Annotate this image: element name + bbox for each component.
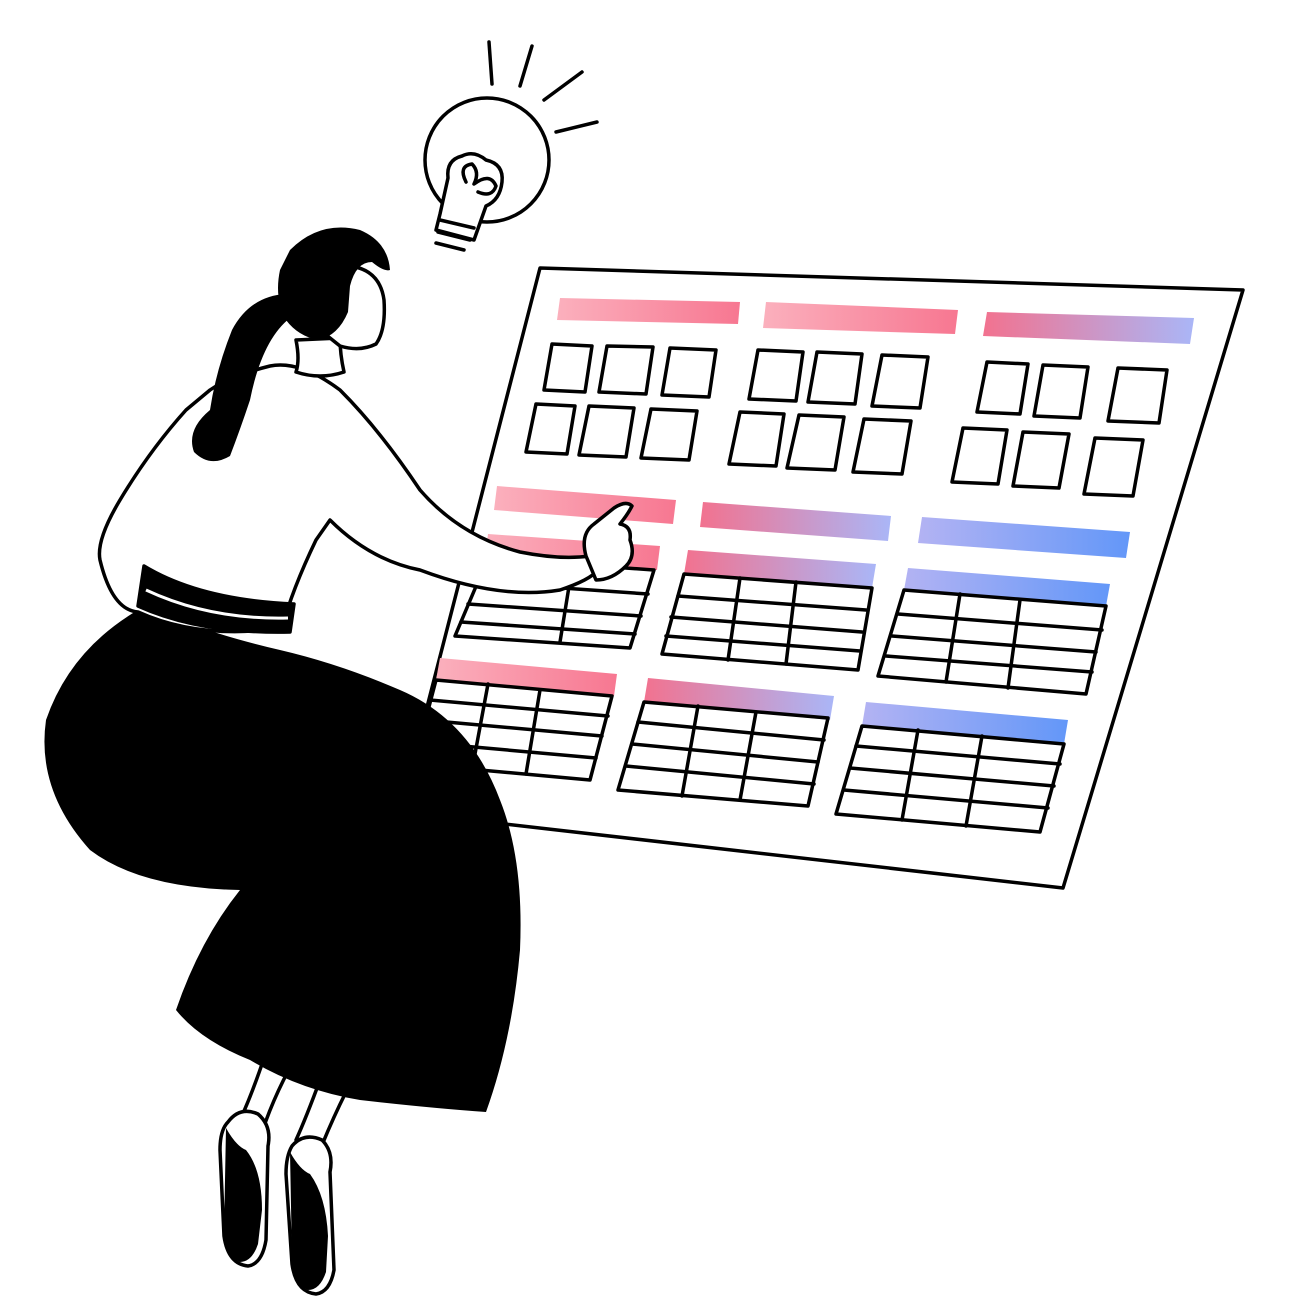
pointing-hand: [582, 501, 634, 582]
light-ray: [487, 40, 494, 86]
belt-stripe: [145, 588, 289, 620]
table: [616, 678, 834, 808]
header-bar: [918, 517, 1130, 558]
bulb-base-line: [436, 230, 472, 242]
hair: [278, 227, 390, 340]
ponytail: [192, 294, 290, 462]
neck: [294, 336, 346, 378]
header-bar: [494, 486, 676, 524]
header-bar: [700, 502, 891, 541]
belt: [136, 564, 296, 634]
light-ray: [554, 120, 599, 134]
light-ray: [542, 70, 584, 102]
bulb-inner: [434, 152, 504, 242]
card-grid: [524, 342, 1169, 498]
table: [834, 702, 1068, 834]
bulb-base-line: [434, 241, 466, 252]
light-ray: [518, 44, 534, 88]
shoe-sole: [290, 1152, 328, 1290]
skirt: [44, 610, 521, 1112]
shoe-sole: [224, 1128, 262, 1262]
lightbulb-icon: [423, 40, 599, 252]
bulb-filament: [461, 162, 498, 196]
table: [660, 550, 876, 672]
schedule-board: [398, 266, 1245, 890]
header-bar: [983, 312, 1194, 344]
woman-figure: [44, 227, 634, 1296]
header-bar: [557, 298, 740, 324]
table: [876, 568, 1110, 696]
bulb-base-line: [438, 218, 476, 230]
header-bar: [763, 302, 958, 334]
